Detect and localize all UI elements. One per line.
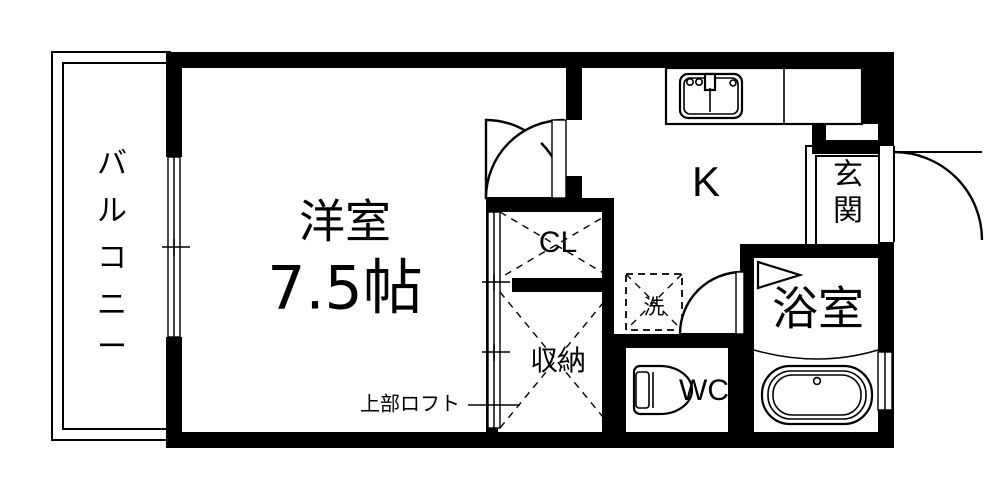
- balcony-char-4: ニ: [97, 288, 127, 323]
- balcony-char-1: バ: [97, 147, 127, 182]
- balcony-char-5: ー: [97, 330, 127, 365]
- main-room-area: 7.5帖: [267, 254, 422, 324]
- balcony-label: バ ル コ ニ ー: [97, 147, 127, 365]
- entrance: 玄 関: [805, 145, 984, 253]
- toilet-room: WC: [626, 348, 729, 432]
- bathroom-window: [877, 351, 893, 411]
- loft-annotation: 上部ロフト: [360, 392, 520, 416]
- closet-sliding-doors[interactable]: [482, 211, 510, 429]
- entrance-label-char-1: 玄: [833, 158, 863, 193]
- closet-lower-label: 収納: [530, 344, 586, 377]
- bathroom-label: 浴室: [772, 282, 864, 336]
- main-room-label: 洋室: [299, 195, 391, 249]
- balcony-char-3: コ: [97, 241, 127, 276]
- kitchen-sink-icon: [678, 72, 744, 120]
- laundry-door[interactable]: [678, 270, 745, 335]
- main-room-door[interactable]: [484, 118, 567, 200]
- laundry-label: 洗: [644, 295, 665, 319]
- closet: CL 収納: [482, 211, 613, 429]
- balcony-char-2: ル: [97, 194, 127, 229]
- loft-label: 上部ロフト: [360, 392, 460, 416]
- entrance-door[interactable]: [880, 146, 984, 242]
- entrance-label-char-2: 関: [833, 194, 863, 229]
- balcony-sliding-door[interactable]: [162, 156, 190, 338]
- closet-upper-label: CL: [539, 226, 577, 259]
- kitchen-label: K: [692, 158, 720, 205]
- laundry-space: 洗: [625, 273, 683, 331]
- toilet-icon: [632, 364, 694, 416]
- toilet-label: WC: [679, 374, 729, 407]
- closet-upper-hatch: [499, 211, 613, 279]
- bathroom: 浴室: [753, 260, 893, 426]
- bath-entry-arrow: [756, 260, 804, 290]
- bathtub-icon: [760, 364, 874, 426]
- kitchen-counter: [664, 66, 864, 126]
